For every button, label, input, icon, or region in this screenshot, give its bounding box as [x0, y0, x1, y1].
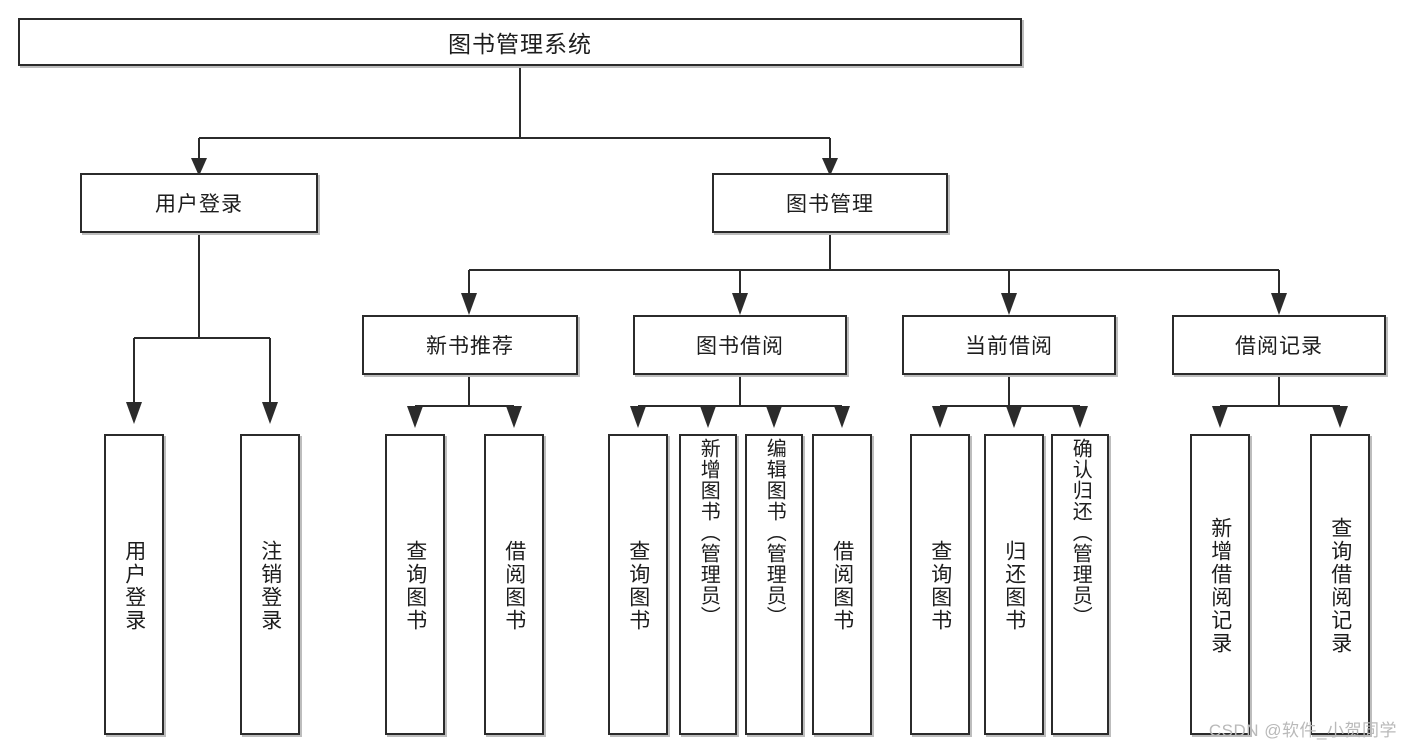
node-book-borrow[interactable]: 图书借阅 — [633, 315, 847, 375]
leaf-text-wrap: 注销登录 — [258, 438, 282, 733]
node-leaf-query-book-2-label: 查询图书 — [626, 539, 650, 632]
node-leaf-borrow-book-1-label: 借阅图书 — [502, 539, 526, 632]
arrowhead-leaf-add-borrow-record — [1212, 406, 1228, 428]
leaf-text-wrap: 借阅图书 — [830, 438, 854, 733]
watermark-text: CSDN @软件_小贺同学 — [1208, 721, 1397, 740]
node-leaf-query-book-1[interactable]: 查询图书 — [385, 434, 445, 735]
arrowhead-new-book-recommend — [461, 293, 477, 315]
node-current-borrow[interactable]: 当前借阅 — [902, 315, 1116, 375]
node-leaf-logout-login-label: 注销登录 — [258, 539, 282, 632]
node-book-manage[interactable]: 图书管理 — [712, 173, 948, 233]
node-borrow-record[interactable]: 借阅记录 — [1172, 315, 1386, 375]
node-leaf-return-book-label: 归还图书 — [1002, 539, 1026, 632]
arrowhead-leaf-borrow-book-2 — [834, 406, 850, 428]
node-leaf-logout-login[interactable]: 注销登录 — [240, 434, 300, 735]
node-leaf-edit-book-admin[interactable]: 编辑图书（管理员） — [745, 434, 803, 735]
arrowhead-leaf-edit-book-admin — [766, 406, 782, 428]
arrowhead-leaf-return-book — [1006, 406, 1022, 428]
arrowhead-book-borrow — [732, 293, 748, 315]
arrowhead-current-borrow — [1001, 293, 1017, 315]
node-leaf-query-book-2[interactable]: 查询图书 — [608, 434, 668, 735]
leaf-text-wrap: 查询借阅记录 — [1328, 438, 1352, 733]
node-leaf-user-login[interactable]: 用户登录 — [104, 434, 164, 735]
arrowhead-leaf-query-book-2 — [630, 406, 646, 428]
node-leaf-return-book[interactable]: 归还图书 — [984, 434, 1044, 735]
node-leaf-confirm-return-admin[interactable]: 确认归还（管理员） — [1051, 434, 1109, 735]
node-root[interactable]: 图书管理系统 — [18, 18, 1022, 66]
arrowhead-leaf-borrow-book-1 — [506, 406, 522, 428]
node-current-borrow-label: 当前借阅 — [965, 335, 1053, 358]
node-book-manage-label: 图书管理 — [786, 193, 874, 216]
arrowhead-leaf-query-book-3 — [932, 406, 948, 428]
leaf-text-wrap: 新增借阅记录 — [1208, 438, 1232, 733]
arrowhead-leaf-confirm-return-admin — [1072, 406, 1088, 428]
arrowhead-leaf-logout-login — [262, 402, 278, 424]
leaf-text-wrap: 查询图书 — [928, 438, 952, 733]
arrowhead-leaf-query-borrow-record — [1332, 406, 1348, 428]
node-leaf-borrow-book-2-label: 借阅图书 — [830, 539, 854, 632]
leaf-text-wrap: 借阅图书 — [502, 438, 526, 733]
node-new-book-recommend[interactable]: 新书推荐 — [362, 315, 578, 375]
node-leaf-query-borrow-record-label: 查询借阅记录 — [1328, 516, 1352, 655]
node-leaf-query-book-3[interactable]: 查询图书 — [910, 434, 970, 735]
leaf-text-wrap: 查询图书 — [403, 438, 427, 733]
node-leaf-confirm-return-admin-label: 确认归还（管理员） — [1069, 438, 1092, 627]
node-leaf-borrow-book-1[interactable]: 借阅图书 — [484, 434, 544, 735]
node-book-borrow-label: 图书借阅 — [696, 335, 784, 358]
node-leaf-query-book-1-label: 查询图书 — [403, 539, 427, 632]
arrowhead-leaf-add-book-admin — [700, 406, 716, 428]
leaf-text-wrap: 查询图书 — [626, 438, 650, 733]
arrowhead-leaf-query-book-1 — [407, 406, 423, 428]
node-new-book-recommend-label: 新书推荐 — [426, 335, 514, 358]
node-borrow-record-label: 借阅记录 — [1235, 335, 1323, 358]
node-leaf-add-borrow-record-label: 新增借阅记录 — [1208, 516, 1232, 655]
node-leaf-query-borrow-record[interactable]: 查询借阅记录 — [1310, 434, 1370, 735]
node-leaf-add-borrow-record[interactable]: 新增借阅记录 — [1190, 434, 1250, 735]
node-root-label: 图书管理系统 — [448, 31, 592, 57]
node-leaf-query-book-3-label: 查询图书 — [928, 539, 952, 632]
leaf-text-wrap: 归还图书 — [1002, 438, 1026, 733]
arrowhead-leaf-user-login — [126, 402, 142, 424]
node-leaf-add-book-admin-label: 新增图书（管理员） — [697, 438, 720, 627]
node-leaf-borrow-book-2[interactable]: 借阅图书 — [812, 434, 872, 735]
leaf-text-wrap: 用户登录 — [122, 438, 146, 733]
node-leaf-edit-book-admin-label: 编辑图书（管理员） — [763, 438, 786, 627]
node-leaf-add-book-admin[interactable]: 新增图书（管理员） — [679, 434, 737, 735]
arrowhead-borrow-record — [1271, 293, 1287, 315]
node-leaf-user-login-label: 用户登录 — [122, 539, 146, 632]
node-user-login-label: 用户登录 — [155, 193, 243, 216]
node-user-login[interactable]: 用户登录 — [80, 173, 318, 233]
